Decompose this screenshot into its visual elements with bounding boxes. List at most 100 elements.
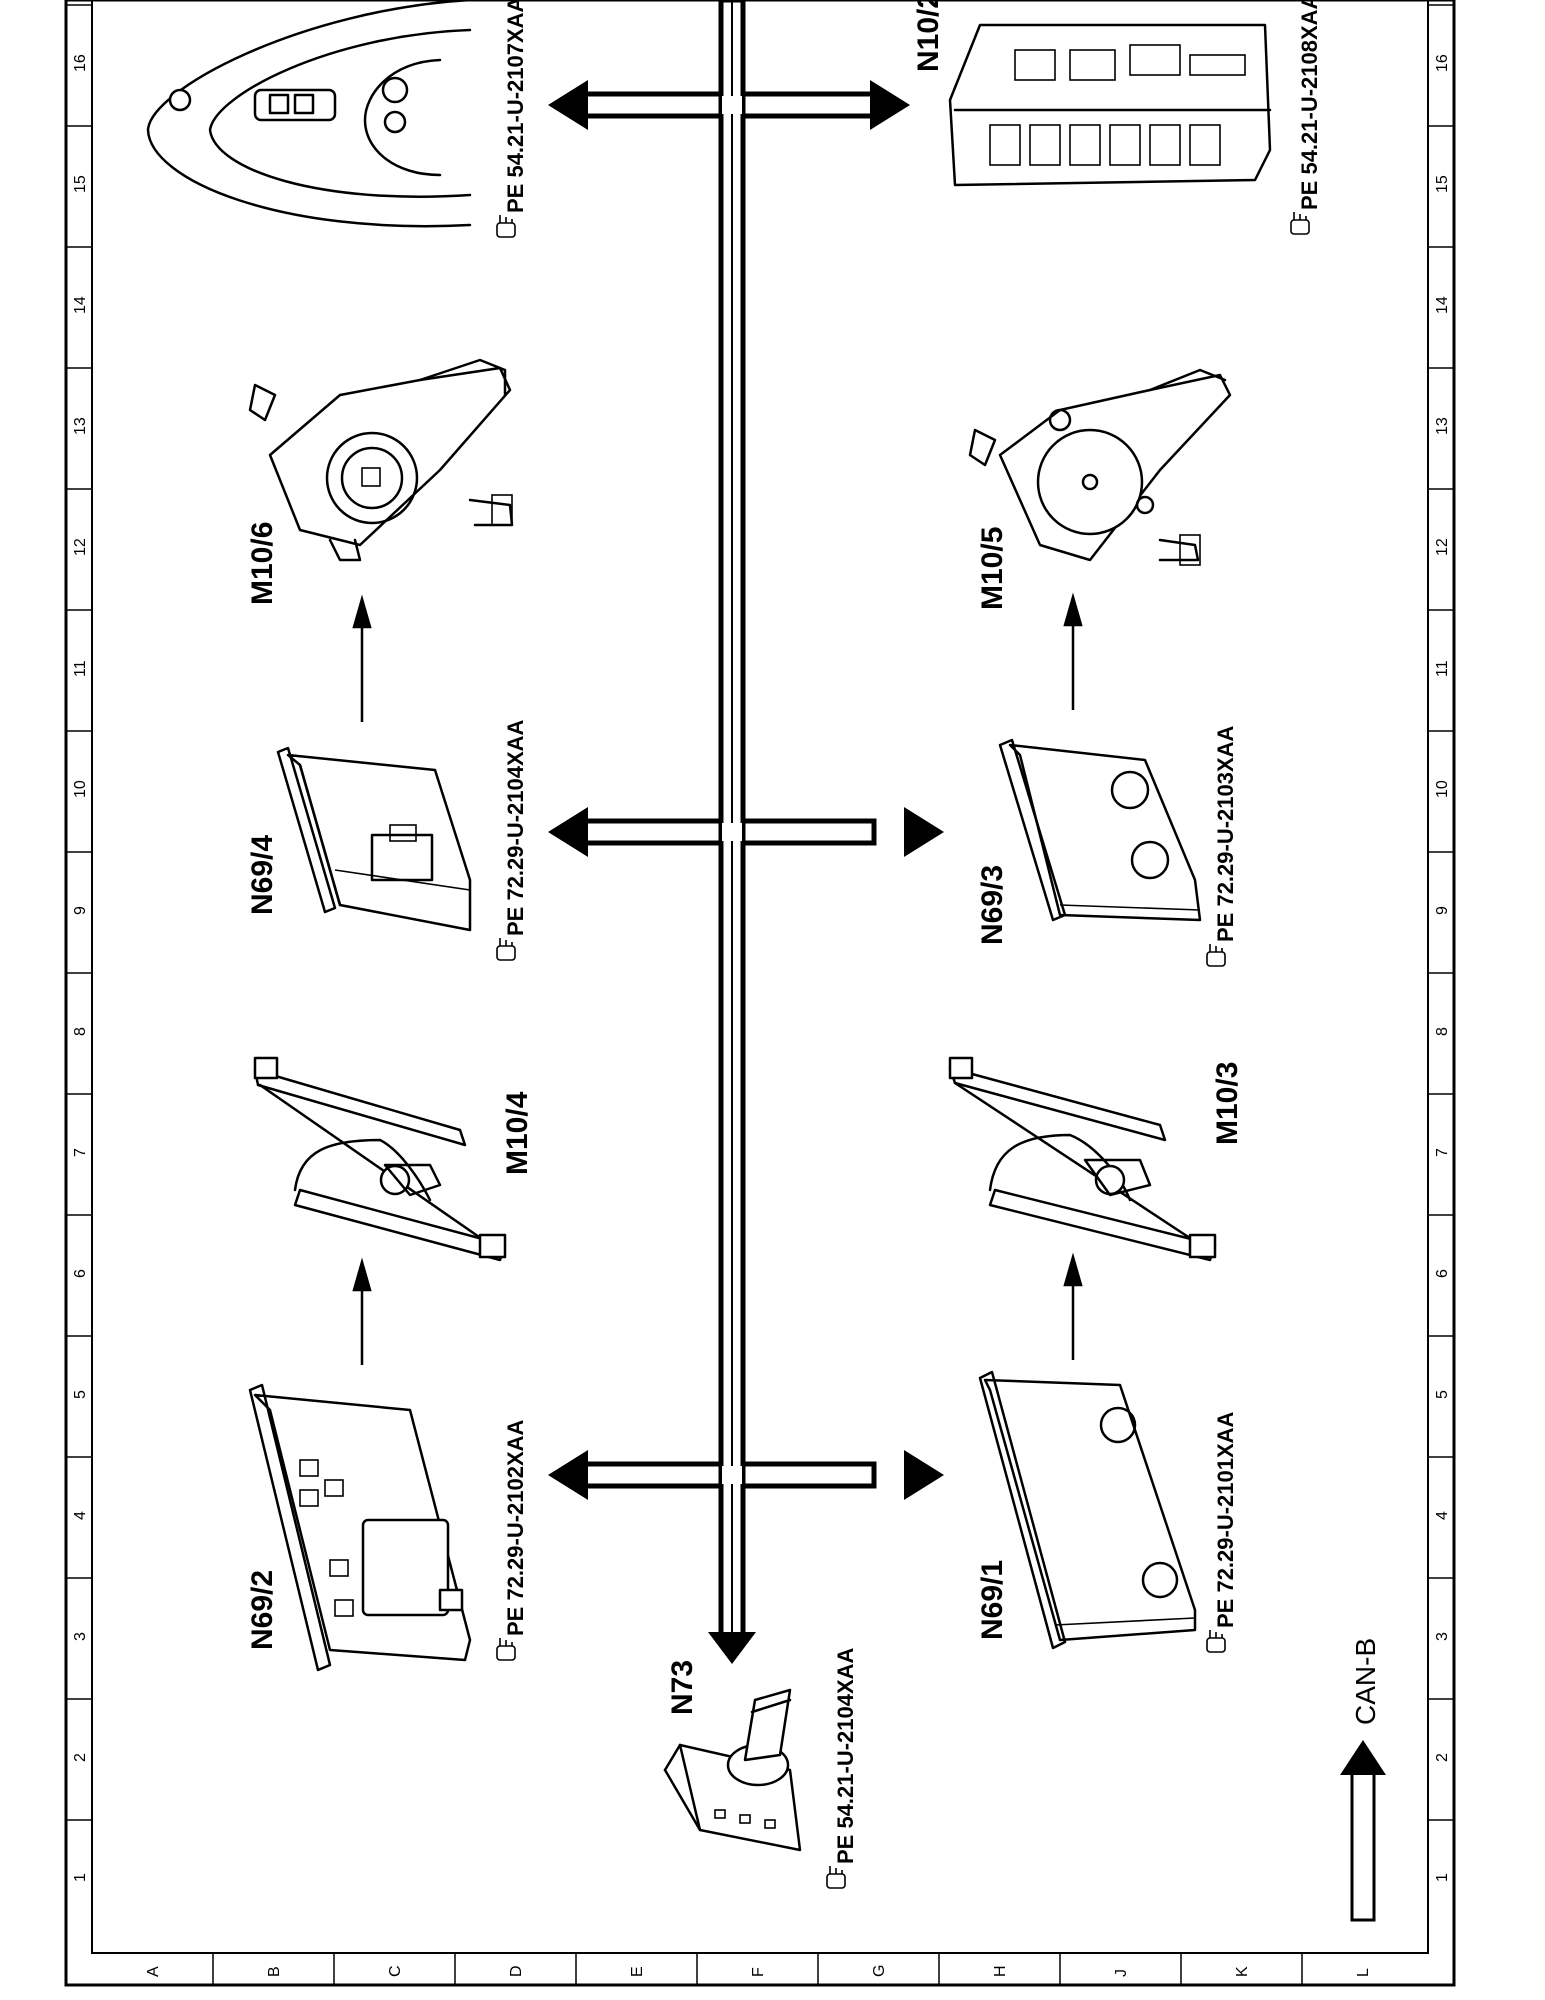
grid-col-label: L (1355, 1968, 1372, 1977)
grid-col-label: C (387, 1965, 404, 1977)
grid-col-label: D (508, 1965, 525, 1977)
branch-arrow-right (740, 1461, 877, 1489)
label-n69-1: N69/1 (976, 1560, 1009, 1640)
ref-n69-3: PE 72.29-U-2103XAA (1206, 725, 1238, 967)
grid-row-label: 3 (72, 1632, 89, 1641)
svg-text:PE 54.21-U-2108XAA: PE 54.21-U-2108XAA (1297, 0, 1322, 210)
pointing-hand-icon (1290, 212, 1310, 235)
control-unit-n69-2-drawing (248, 1383, 472, 1672)
grid-row-label: 6 (72, 1269, 89, 1278)
grid-row-label: 9 (1434, 906, 1451, 915)
label-n73: N73 (666, 1660, 699, 1715)
grid-row-label: 4 (72, 1511, 89, 1520)
grid-row-label: 6 (1434, 1269, 1451, 1278)
branch-arrow-left (580, 1461, 724, 1489)
control-unit-n69-1-drawing (978, 1370, 1197, 1650)
grid-row-label: 13 (72, 417, 89, 435)
window-regulator-m10-4-drawing (253, 1056, 507, 1262)
grid-col-label: A (145, 1966, 162, 1977)
svg-text:PE 72.29-U-2104XAA: PE 72.29-U-2104XAA (503, 719, 528, 936)
branch-arrow-right (740, 91, 877, 119)
grid-row-label: 11 (1434, 660, 1451, 677)
ignition-switch-n73-drawing (663, 1688, 802, 1852)
branch-arrow-left (580, 818, 724, 846)
grid-row-label: 14 (72, 296, 89, 314)
grid-col-label: G (871, 1965, 888, 1977)
component-labels: N69/2 M10/4 N69/4 M10/6 N73 N69/1 M10/3 … (246, 0, 1244, 1715)
grid-col-label: B (266, 1966, 283, 1977)
pointing-hand-icon (826, 1866, 846, 1889)
pointing-hand-icon (1206, 944, 1226, 967)
sam-module-n10-2-drawing (948, 23, 1272, 187)
label-m10-4: M10/4 (501, 1091, 534, 1175)
motor-m10-5-drawing (968, 368, 1232, 566)
svg-text:PE 54.21-U-2104XAA: PE 54.21-U-2104XAA (833, 1647, 858, 1864)
grid-row-label: 7 (1434, 1148, 1451, 1157)
label-n10-2: N10/2 (912, 0, 945, 72)
pointing-hand-icon (496, 215, 516, 238)
steering-wheel-buttons-drawing (146, 0, 472, 228)
can-bus-branches (580, 91, 877, 1489)
pointing-hand-icon (496, 938, 516, 961)
grid-row-label: 12 (72, 538, 89, 556)
grid-row-label: 12 (1434, 538, 1451, 556)
pointing-hand-icon (1206, 1630, 1226, 1653)
grid-row-label: 13 (1434, 417, 1451, 435)
label-n69-4: N69/4 (246, 835, 279, 915)
grid-row-labels-left: 1 2 3 4 5 6 7 8 9 10 11 12 13 14 15 16 (72, 54, 89, 1882)
page-frame (64, 0, 1456, 1987)
reference-labels: PE 72.29-U-2102XAA PE 72.29-U-2104XAA PE… (496, 0, 1322, 1889)
signal-arrows (352, 592, 1083, 1365)
grid-row-label: 10 (72, 780, 89, 798)
grid-row-label: 8 (72, 1027, 89, 1036)
ref-steering-wheel: PE 54.21-U-2107XAA (496, 0, 528, 238)
grid-col-label: K (1234, 1966, 1251, 1977)
grid-row-label: 7 (72, 1148, 89, 1157)
grid-row-label: 4 (1434, 1511, 1451, 1520)
can-b-legend: CAN-B (1340, 1638, 1386, 1922)
grid-col-labels: A B C D E F G H J K L (145, 1965, 1372, 1977)
label-n69-2: N69/2 (246, 1570, 279, 1650)
label-m10-5: M10/5 (976, 527, 1009, 610)
motor-m10-6-drawing (248, 358, 514, 562)
grid-row-label: 10 (1434, 780, 1451, 798)
ref-n73: PE 54.21-U-2104XAA (826, 1647, 858, 1889)
grid-row-labels-right: 1 2 3 4 5 6 7 8 9 10 11 12 13 14 15 16 (1434, 54, 1451, 1882)
grid-row-label: 1 (1434, 1873, 1451, 1882)
grid-row-label: 15 (72, 175, 89, 193)
control-unit-n69-4-drawing (276, 746, 472, 932)
label-m10-3: M10/3 (1211, 1062, 1244, 1145)
branch-arrow-right (740, 818, 877, 846)
grid-row-label: 14 (1434, 296, 1451, 314)
grid-col-label: J (1113, 1969, 1130, 1977)
grid-row-label: 16 (72, 54, 89, 72)
control-unit-n69-3-drawing (998, 738, 1202, 922)
grid-ticks (66, 4, 1454, 1985)
grid-row-label: 8 (1434, 1027, 1451, 1036)
grid-row-label: 5 (72, 1390, 89, 1399)
grid-col-label: F (750, 1967, 767, 1977)
svg-text:PE 72.29-U-2102XAA: PE 72.29-U-2102XAA (503, 1419, 528, 1636)
grid-col-label: E (629, 1966, 646, 1977)
branch-arrow-left (580, 91, 724, 119)
ref-n69-1: PE 72.29-U-2101XAA (1206, 1411, 1238, 1653)
label-m10-6: M10/6 (246, 522, 279, 605)
grid-row-label: 3 (1434, 1632, 1451, 1641)
ref-n69-4: PE 72.29-U-2104XAA (496, 719, 528, 961)
grid-row-label: 2 (1434, 1753, 1451, 1762)
svg-text:PE 72.29-U-2101XAA: PE 72.29-U-2101XAA (1213, 1411, 1238, 1628)
label-n69-3: N69/3 (976, 865, 1009, 945)
pointing-hand-icon (496, 1638, 516, 1661)
grid-col-label: H (992, 1965, 1009, 1977)
svg-text:PE 54.21-U-2107XAA: PE 54.21-U-2107XAA (503, 0, 528, 213)
legend-label: CAN-B (1350, 1638, 1381, 1725)
grid-row-label: 11 (72, 660, 89, 677)
grid-row-label: 2 (72, 1753, 89, 1762)
ref-n69-2: PE 72.29-U-2102XAA (496, 1419, 528, 1661)
grid-row-label: 1 (72, 1873, 89, 1882)
svg-text:PE 72.29-U-2103XAA: PE 72.29-U-2103XAA (1213, 725, 1238, 942)
grid-row-label: 16 (1434, 54, 1451, 72)
grid-row-label: 5 (1434, 1390, 1451, 1399)
branch-junctions (722, 96, 742, 1484)
